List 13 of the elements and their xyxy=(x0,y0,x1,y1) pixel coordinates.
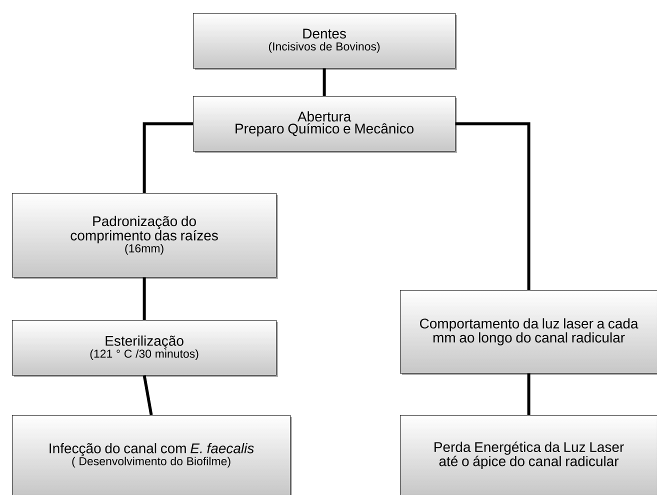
connector-line xyxy=(322,68,326,96)
process-box: Comportamento da luz laser a cada mm ao longo do canal radicular xyxy=(400,290,657,375)
connector-line xyxy=(142,122,193,193)
process-box: Esterilização (121 ° C /30 minutos) xyxy=(12,320,278,377)
connector-line xyxy=(456,122,530,290)
connector-line xyxy=(142,375,153,416)
process-box: Abertura Preparo Químico e Mecânico xyxy=(193,96,457,153)
connector-line xyxy=(527,374,530,415)
process-box: Dentes (Incisivos de Bovinos) xyxy=(193,13,457,70)
process-box: Padronização do comprimento das raízes (16mm) xyxy=(12,193,278,279)
connector-line xyxy=(142,278,146,320)
process-box: Perda Energética da Luz Laser até o ápice do canal radicular xyxy=(400,415,657,495)
process-box: Infecção do canal com E. faecalis ( Desenvolvimento do Biofilme) xyxy=(12,415,292,495)
